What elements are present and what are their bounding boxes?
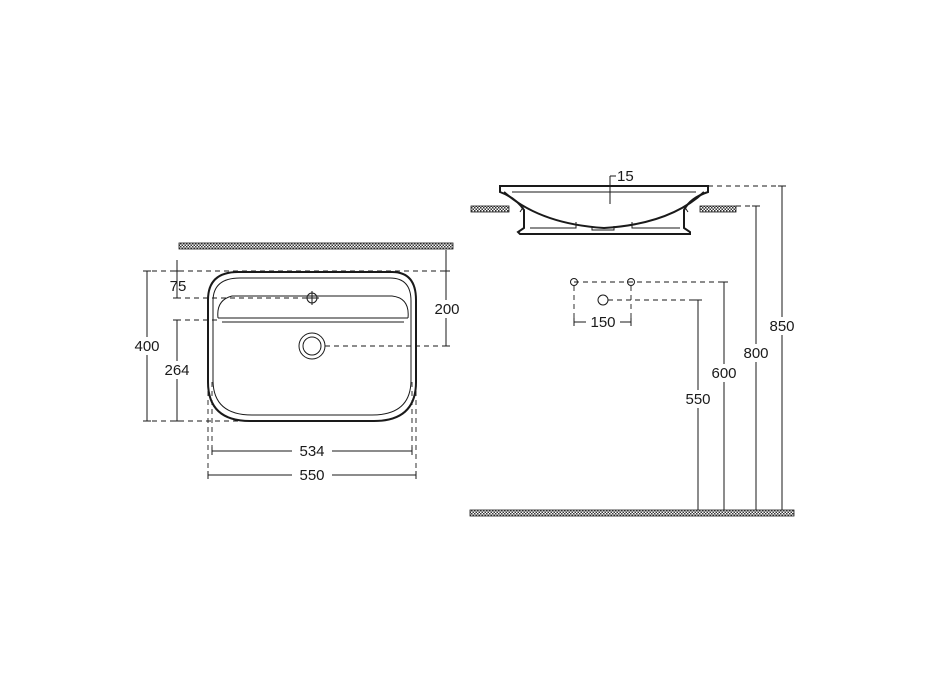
- wall-tap-right-icon: [627, 278, 635, 286]
- basin-outer-outline: [207, 271, 417, 422]
- basin-foot-right: [631, 222, 680, 229]
- elevation-countertop-right: [699, 205, 737, 213]
- dim-15-label: 15: [617, 168, 634, 185]
- dim-550-plan-label: 550: [299, 467, 324, 484]
- basin-inner-outline: [212, 277, 412, 416]
- dim-264-label: 264: [164, 362, 189, 379]
- basin-foot-left: [530, 222, 577, 229]
- dim-600-label: 600: [711, 365, 736, 382]
- drain-outlet: [591, 226, 615, 231]
- dim-200-label: 200: [434, 301, 459, 318]
- dim-534-label: 534: [299, 443, 324, 460]
- dim-850-label: 850: [769, 318, 794, 335]
- basin-bowl-curve: [503, 191, 705, 230]
- dim-150-label: 150: [590, 314, 615, 331]
- dim-75-label: 75: [170, 278, 187, 295]
- elevation-view: 15 150 550 600 800: [469, 168, 800, 517]
- wall-waste-icon: [597, 294, 609, 306]
- tap-ledge-outline: [217, 295, 409, 319]
- elevation-countertop-left: [470, 205, 510, 213]
- dim-800-label: 800: [743, 345, 768, 362]
- floor-line: [469, 509, 795, 517]
- dim-400-label: 400: [134, 338, 159, 355]
- plan-countertop: [178, 242, 454, 250]
- drain-inner-icon: [302, 336, 322, 356]
- plan-view: 400 75 264 200 534 550: [132, 242, 464, 484]
- dim-550-height-label: 550: [685, 391, 710, 408]
